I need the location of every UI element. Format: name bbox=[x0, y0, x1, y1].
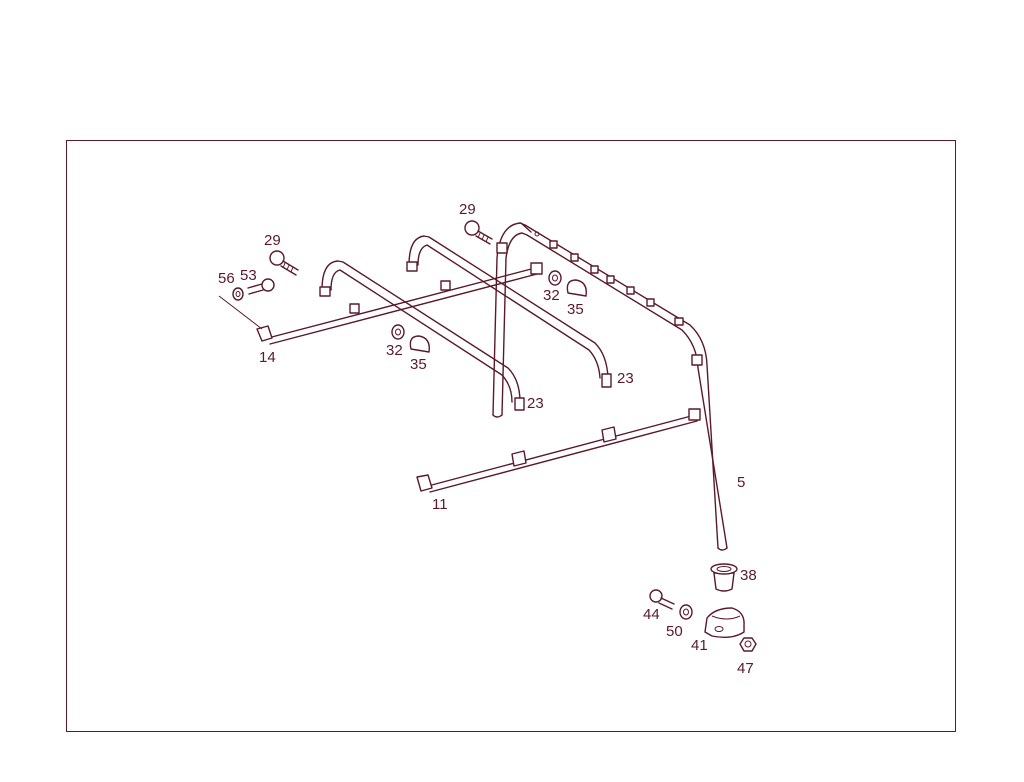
callout-53: 53 bbox=[240, 267, 257, 284]
washer-32-left bbox=[391, 324, 405, 340]
roll-bar-5 bbox=[492, 222, 728, 551]
callout-14: 14 bbox=[259, 349, 276, 366]
callout-47: 47 bbox=[737, 660, 754, 677]
cap-35-right bbox=[566, 279, 587, 297]
callout-23-front: 23 bbox=[527, 395, 544, 412]
cap-35-left bbox=[409, 335, 430, 353]
callout-29-top: 29 bbox=[459, 201, 476, 218]
callout-38: 38 bbox=[740, 567, 757, 584]
callout-41: 41 bbox=[691, 637, 708, 654]
callout-35-left: 35 bbox=[410, 356, 427, 373]
callout-35-right: 35 bbox=[567, 301, 584, 318]
callout-50: 50 bbox=[666, 623, 683, 640]
diagram-frame bbox=[66, 140, 956, 732]
bolt-29-left bbox=[269, 250, 299, 276]
bar-11 bbox=[416, 408, 701, 493]
bolt-29-top bbox=[464, 220, 493, 245]
hoop-23-rear bbox=[406, 235, 612, 388]
nut-47 bbox=[739, 637, 757, 652]
washer-32-right bbox=[548, 270, 562, 286]
washer-56 bbox=[232, 287, 244, 301]
callout-56: 56 bbox=[218, 270, 235, 287]
clamp-41 bbox=[704, 607, 745, 639]
washer-50 bbox=[679, 604, 693, 620]
callout-23-rear: 23 bbox=[617, 370, 634, 387]
bolt-44 bbox=[649, 589, 675, 610]
callout-32-right: 32 bbox=[543, 287, 560, 304]
screw-53 bbox=[247, 278, 275, 295]
callout-32-left: 32 bbox=[386, 342, 403, 359]
callout-29-left: 29 bbox=[264, 232, 281, 249]
bushing-38 bbox=[710, 563, 738, 592]
callout-44: 44 bbox=[643, 606, 660, 623]
callout-11: 11 bbox=[432, 496, 448, 513]
bar-14 bbox=[218, 262, 543, 345]
hoop-23-front bbox=[319, 260, 525, 411]
callout-5: 5 bbox=[737, 474, 745, 491]
